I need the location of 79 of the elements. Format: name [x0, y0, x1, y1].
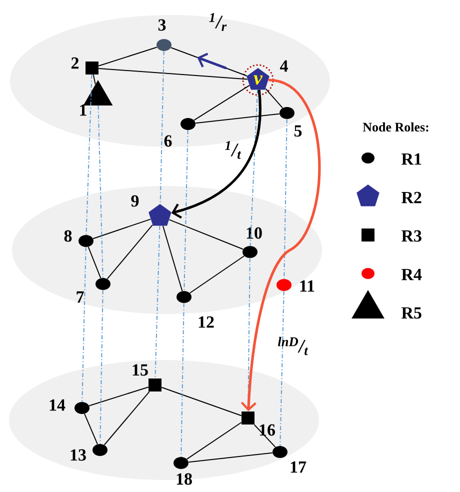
- node-number: 8: [64, 230, 72, 242]
- edge-line: [168, 219, 244, 250]
- node-number: 10: [246, 227, 262, 239]
- node-number: 18: [176, 473, 192, 485]
- node-number: 17: [290, 461, 306, 473]
- node-number: 15: [132, 364, 148, 376]
- legend-label: R2: [402, 192, 422, 204]
- edge-label: $^{lnD}$/$_{t}$: [278, 336, 308, 356]
- edge-line: [194, 84, 250, 121]
- edge-line: [254, 424, 276, 448]
- dash-dot-line: [250, 89, 258, 246]
- edge-label: $^{1}$/$_{t}$: [225, 141, 242, 159]
- node-number: 3: [158, 19, 166, 31]
- arrow: [171, 90, 262, 219]
- node-triangle: [83, 80, 113, 106]
- edge-line: [98, 68, 248, 80]
- legend-title: Node Roles:: [362, 122, 428, 132]
- edge-line: [265, 88, 284, 108]
- legend-label: R5: [402, 307, 422, 319]
- node-number: 12: [198, 316, 214, 328]
- dash-dot-line: [100, 290, 104, 444]
- node-dot: [96, 278, 110, 290]
- node-pentagon: v: [246, 68, 270, 90]
- node-dot: [74, 402, 90, 414]
- node-dot: [272, 446, 288, 458]
- dash-dot-line: [180, 302, 184, 458]
- edge-line: [92, 218, 152, 240]
- dash-dot-line: [184, 130, 188, 292]
- dash-dot-line: [82, 246, 86, 402]
- node-number: 4: [280, 60, 288, 72]
- node-number: 14: [50, 399, 66, 411]
- edge-line: [98, 46, 158, 66]
- dash-dot-line: [280, 290, 284, 446]
- node-dot: [174, 457, 188, 469]
- node-number: 5: [294, 125, 302, 137]
- edge-line: [104, 391, 150, 446]
- dash-dot-line: [160, 50, 164, 204]
- node-square: [86, 62, 98, 74]
- edge-line: [162, 225, 183, 292]
- dash-dot-line: [98, 105, 104, 278]
- node-dot: [78, 235, 94, 247]
- edge-line: [189, 256, 245, 294]
- node-number: 9: [131, 195, 139, 207]
- node-number: 2: [71, 57, 79, 69]
- node-dot: [280, 107, 294, 119]
- edge-line: [188, 452, 273, 463]
- edge-line: [88, 246, 102, 279]
- node-dot: [156, 39, 172, 51]
- node-number: 11: [300, 280, 314, 292]
- edge-line: [106, 224, 153, 280]
- edge-line: [84, 413, 98, 445]
- node-dot: [180, 118, 196, 130]
- node-number: 13: [70, 449, 86, 461]
- node-number: 6: [164, 135, 172, 147]
- node-dot: [276, 279, 292, 291]
- dash-dot-line: [86, 74, 92, 236]
- node-number: 16: [260, 424, 275, 436]
- legend-label: R3: [402, 230, 422, 242]
- dash-dot-line: [284, 118, 288, 280]
- node-number: 1: [80, 104, 86, 116]
- node-dot: [242, 246, 258, 258]
- arrow: [197, 52, 227, 70]
- node-square: [148, 378, 162, 392]
- node-pentagon: [148, 204, 172, 226]
- edge-line: [186, 422, 242, 460]
- node-dot: [176, 291, 192, 303]
- legend-label: R1: [402, 153, 422, 165]
- legend-label: R4: [402, 268, 422, 280]
- edge-line: [92, 74, 96, 85]
- arrow: [240, 78, 320, 412]
- node-square: [242, 412, 254, 424]
- node-dot: [92, 444, 108, 456]
- edge-line: [88, 386, 149, 406]
- dash-dot-line: [248, 258, 250, 412]
- edge-label: $^{1}$/$_{r}$: [209, 13, 227, 31]
- node-number: 7: [76, 291, 84, 303]
- edge-line: [195, 113, 280, 124]
- dash-dot-line: [154, 225, 160, 379]
- edge-line: [161, 386, 242, 416]
